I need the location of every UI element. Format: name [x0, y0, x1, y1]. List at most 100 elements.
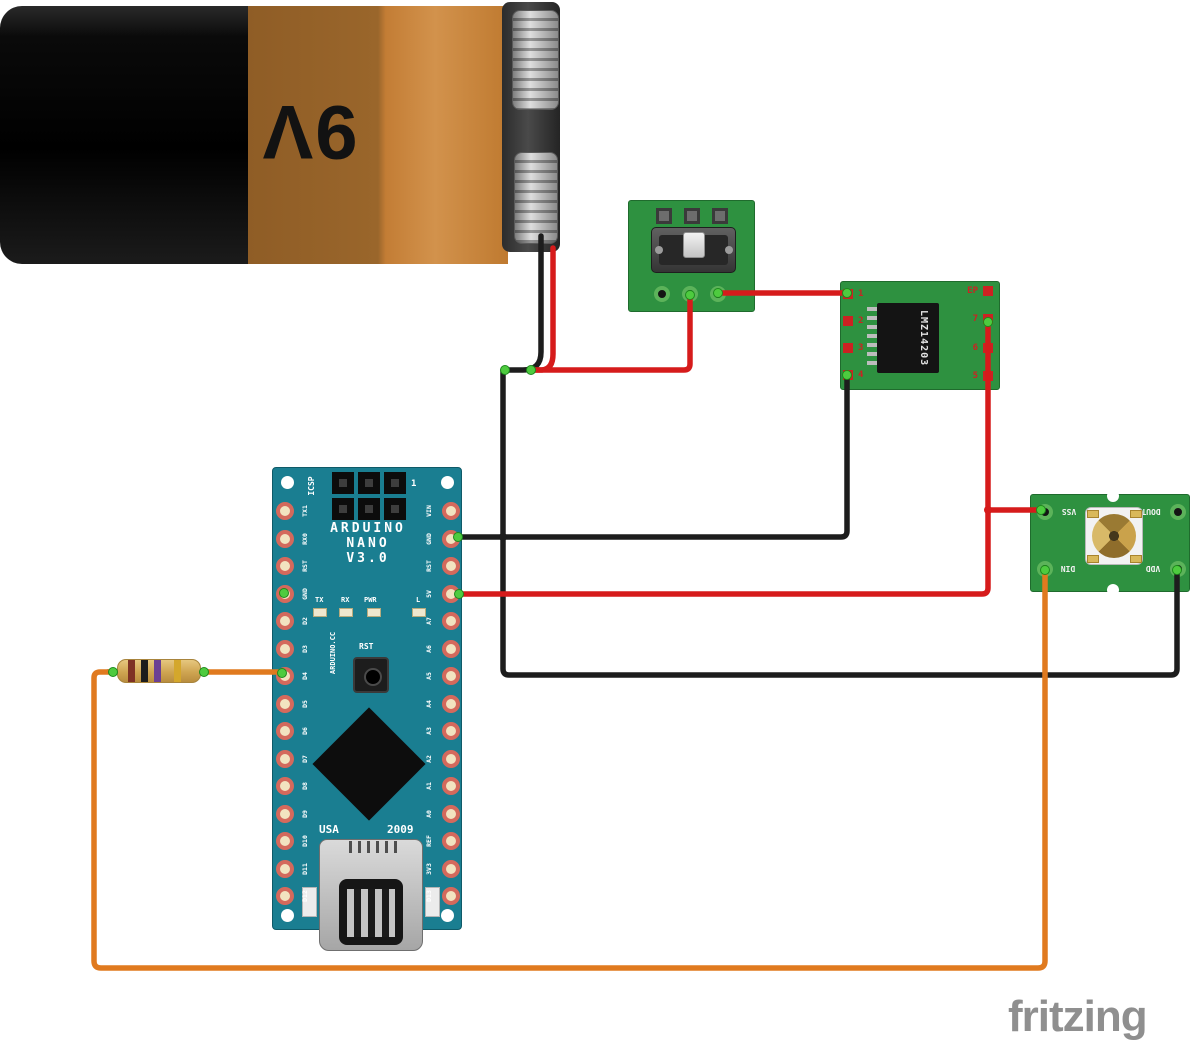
pin-hole-icon[interactable] — [442, 502, 460, 520]
pin-hole-icon[interactable] — [442, 694, 460, 713]
nano-pin[interactable]: A7 — [413, 612, 460, 630]
icsp-pin[interactable] — [384, 498, 406, 520]
neopixel-pad-vss[interactable] — [1037, 504, 1053, 520]
switch-bottom-pad[interactable] — [654, 286, 670, 302]
pin-hole-icon[interactable] — [276, 777, 294, 795]
smd-pad-icon[interactable] — [843, 343, 853, 353]
regulator-pad[interactable]: 5 — [951, 368, 997, 384]
nano-pin[interactable]: D4 — [276, 667, 320, 685]
nano-pin[interactable]: A0 — [413, 804, 460, 823]
battery-terminal-snap[interactable] — [512, 10, 559, 110]
pin-hole-icon[interactable] — [276, 584, 294, 603]
smd-pad-icon[interactable] — [843, 289, 853, 299]
nano-pin[interactable]: D9 — [276, 804, 320, 823]
nano-pin[interactable]: D11 — [276, 859, 320, 878]
nano-pin[interactable]: A5 — [413, 667, 460, 685]
pin-hole-icon[interactable] — [442, 832, 460, 850]
icsp-pin[interactable] — [358, 472, 380, 494]
icsp-pin[interactable] — [358, 498, 380, 520]
nano-pin[interactable]: RX0 — [276, 529, 320, 548]
nano-pin[interactable]: 5V — [413, 584, 460, 603]
nano-pin[interactable]: D8 — [276, 777, 320, 795]
pin-hole-icon[interactable] — [276, 887, 294, 905]
pin-hole-icon[interactable] — [442, 859, 460, 878]
pin-hole-icon[interactable] — [442, 749, 460, 768]
regulator-module-board[interactable]: LMZ14203 1 2 3 4 EP 7 — [840, 281, 1000, 390]
pin-hole-icon[interactable] — [276, 502, 294, 520]
wire-battery-positive[interactable] — [530, 245, 556, 373]
wire-gnd-to-regulator[interactable] — [455, 374, 850, 540]
regulator-pad[interactable]: 2 — [839, 313, 879, 329]
pin-hole-icon[interactable] — [442, 722, 460, 740]
nano-pin[interactable]: D5 — [276, 694, 320, 713]
pin-hole-icon[interactable] — [276, 557, 294, 575]
smd-pad-icon[interactable] — [983, 286, 993, 296]
smd-pad-icon[interactable] — [843, 370, 853, 380]
smd-pad-icon[interactable] — [983, 370, 993, 381]
nano-pin[interactable]: RST — [413, 557, 460, 575]
pin-hole-icon[interactable] — [276, 612, 294, 630]
pin-hole-icon[interactable] — [276, 694, 294, 713]
neopixel-pad-dout[interactable] — [1170, 504, 1186, 520]
slide-switch-knob[interactable] — [683, 232, 705, 258]
switch-top-pad[interactable] — [656, 208, 672, 224]
icsp-pin[interactable] — [384, 472, 406, 494]
regulator-pad[interactable]: 7 — [951, 311, 997, 327]
regulator-pad[interactable]: 3 — [839, 340, 879, 356]
nano-pin[interactable]: RST — [276, 557, 320, 575]
smd-pad-icon[interactable] — [983, 314, 993, 325]
pin-hole-icon[interactable] — [442, 777, 460, 795]
pin-hole-icon[interactable] — [276, 859, 294, 878]
nano-pin[interactable]: D13 — [413, 887, 460, 905]
reset-button[interactable] — [353, 657, 389, 693]
pin-hole-icon[interactable] — [276, 667, 294, 685]
smd-pad-icon[interactable] — [983, 342, 993, 353]
switch-top-pad[interactable] — [712, 208, 728, 224]
wire-battery-negative[interactable] — [504, 233, 544, 373]
switch-top-pad[interactable] — [684, 208, 700, 224]
pin-hole-icon[interactable] — [276, 529, 294, 548]
regulator-pad[interactable]: 6 — [951, 340, 997, 356]
nano-pin[interactable]: D2 — [276, 612, 320, 630]
pin-hole-icon[interactable] — [442, 584, 460, 603]
nano-pin[interactable]: D7 — [276, 749, 320, 768]
wire-endpoint[interactable] — [526, 365, 536, 375]
wire-endpoint[interactable] — [500, 365, 510, 375]
arduino-nano-board[interactable]: ICSP 1 ARDUINO NANO V3.0 TX RX PWR L ARD… — [272, 467, 462, 951]
nano-pin[interactable]: D3 — [276, 639, 320, 658]
nano-pin[interactable]: D6 — [276, 722, 320, 740]
nano-pin[interactable]: A4 — [413, 694, 460, 713]
neopixel-pad-vdd[interactable] — [1170, 561, 1186, 577]
nano-pin[interactable]: REF — [413, 832, 460, 850]
pin-hole-icon[interactable] — [276, 804, 294, 823]
icsp-pin[interactable] — [332, 472, 354, 494]
pin-hole-icon[interactable] — [442, 612, 460, 630]
nano-pin[interactable]: A3 — [413, 722, 460, 740]
pin-hole-icon[interactable] — [442, 529, 460, 548]
nano-pin[interactable]: GND — [276, 584, 320, 603]
battery-terminal-stud[interactable] — [514, 152, 558, 244]
regulator-pad[interactable]: EP — [951, 283, 997, 299]
pin-hole-icon[interactable] — [276, 639, 294, 658]
nano-pin[interactable]: A1 — [413, 777, 460, 795]
pin-hole-icon[interactable] — [276, 749, 294, 768]
nano-pin[interactable]: A2 — [413, 749, 460, 768]
pin-hole-icon[interactable] — [442, 639, 460, 658]
switch-bottom-pad[interactable] — [682, 286, 698, 302]
nano-pin[interactable]: TX1 — [276, 502, 320, 520]
icsp-pin[interactable] — [332, 498, 354, 520]
resistor-body[interactable] — [117, 659, 201, 683]
nano-pin[interactable]: GND — [413, 529, 460, 548]
regulator-pad[interactable]: 4 — [839, 367, 879, 383]
neopixel-board[interactable]: VSS DOUT DIN VDD — [1030, 490, 1190, 596]
pin-hole-icon[interactable] — [442, 804, 460, 823]
nano-pin[interactable]: VIN — [413, 502, 460, 520]
nano-pin[interactable]: D12 — [276, 887, 320, 905]
neopixel-pad-din[interactable] — [1037, 561, 1053, 577]
nano-pin[interactable]: 3V3 — [413, 859, 460, 878]
slide-switch-board[interactable] — [628, 200, 755, 312]
nano-pin[interactable]: A6 — [413, 639, 460, 658]
pin-hole-icon[interactable] — [442, 887, 460, 905]
wire-data-to-din[interactable] — [91, 569, 1048, 971]
pin-hole-icon[interactable] — [442, 667, 460, 685]
